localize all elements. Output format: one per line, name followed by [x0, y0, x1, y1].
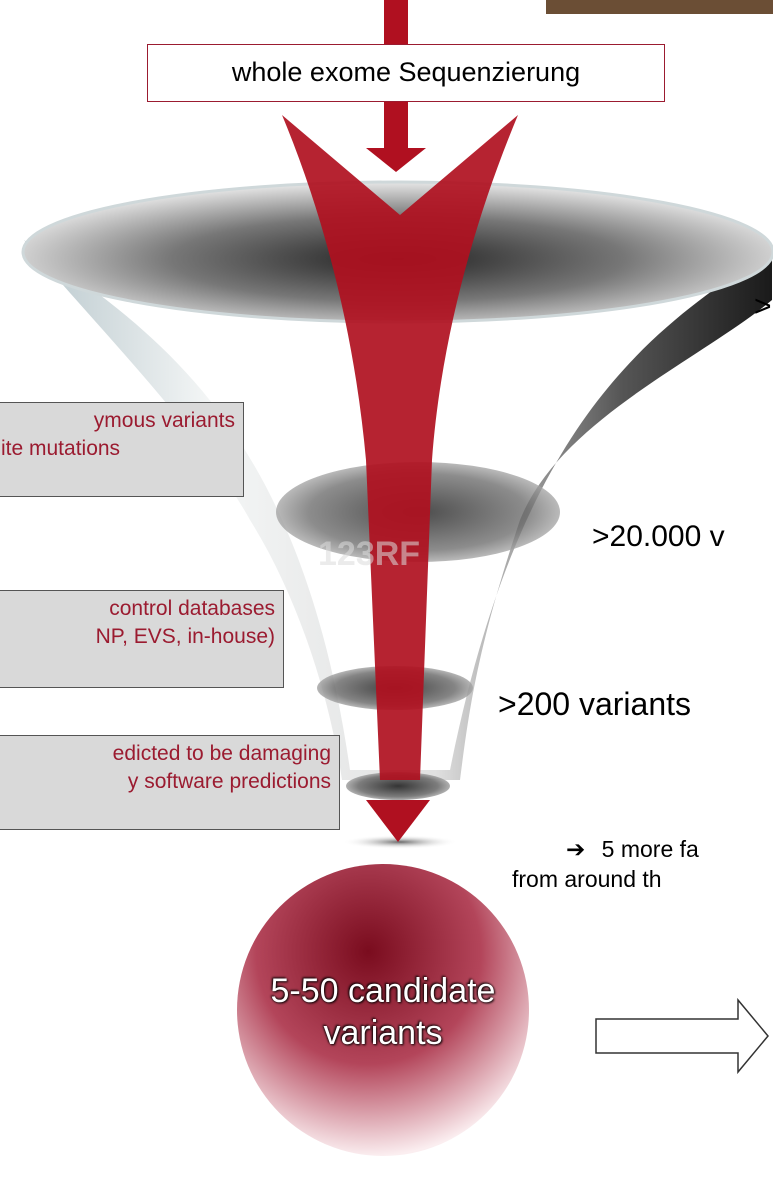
filter-3-line1: edicted to be damaging: [112, 742, 331, 765]
count-mid: >20.000 v: [592, 520, 725, 553]
top-arrow-shaft: [384, 0, 408, 44]
result-line-1: 5-50 candidate: [270, 972, 496, 1010]
right-arrow-icon: [595, 997, 769, 1075]
filter-1-line1: ymous variants: [93, 409, 235, 432]
count-top: >: [754, 290, 772, 323]
filter-box-control-databases: control databases NP, EVS, in-house): [0, 590, 284, 688]
filter-box-damaging: edicted to be damaging y software predic…: [0, 735, 340, 830]
note-line-1: ➔ 5 more fa: [566, 836, 699, 863]
title-box: whole exome Sequenzierung: [147, 44, 665, 102]
result-line-2: variants: [323, 1014, 443, 1052]
funnel-shadow: [342, 835, 458, 849]
filter-3-line2: y software predictions: [127, 770, 331, 793]
filter-2-line1: control databases: [109, 597, 275, 620]
result-ball: [237, 864, 529, 1156]
arrow-bullet-icon: ➔: [566, 837, 586, 863]
result-label: 5-50 candidate variants: [233, 970, 533, 1054]
filter-box-synonymous: ymous variants ite mutations: [0, 402, 244, 497]
down-arrow-icon: [366, 800, 430, 842]
count-low: >200 variants: [498, 686, 692, 722]
red-chevron-arrow: [282, 115, 518, 780]
mid-arrow-shaft: [384, 102, 408, 150]
filter-ring-3: [346, 772, 450, 800]
photo-fragment: [546, 0, 773, 14]
watermark: 123RF: [318, 535, 420, 573]
note-text-1: 5 more fa: [601, 836, 699, 862]
note-line-2: from around th: [512, 866, 662, 892]
down-arrow-icon: [366, 148, 426, 172]
filter-1-line2: ite mutations: [1, 437, 121, 460]
filter-2-line2: NP, EVS, in-house): [95, 625, 275, 648]
